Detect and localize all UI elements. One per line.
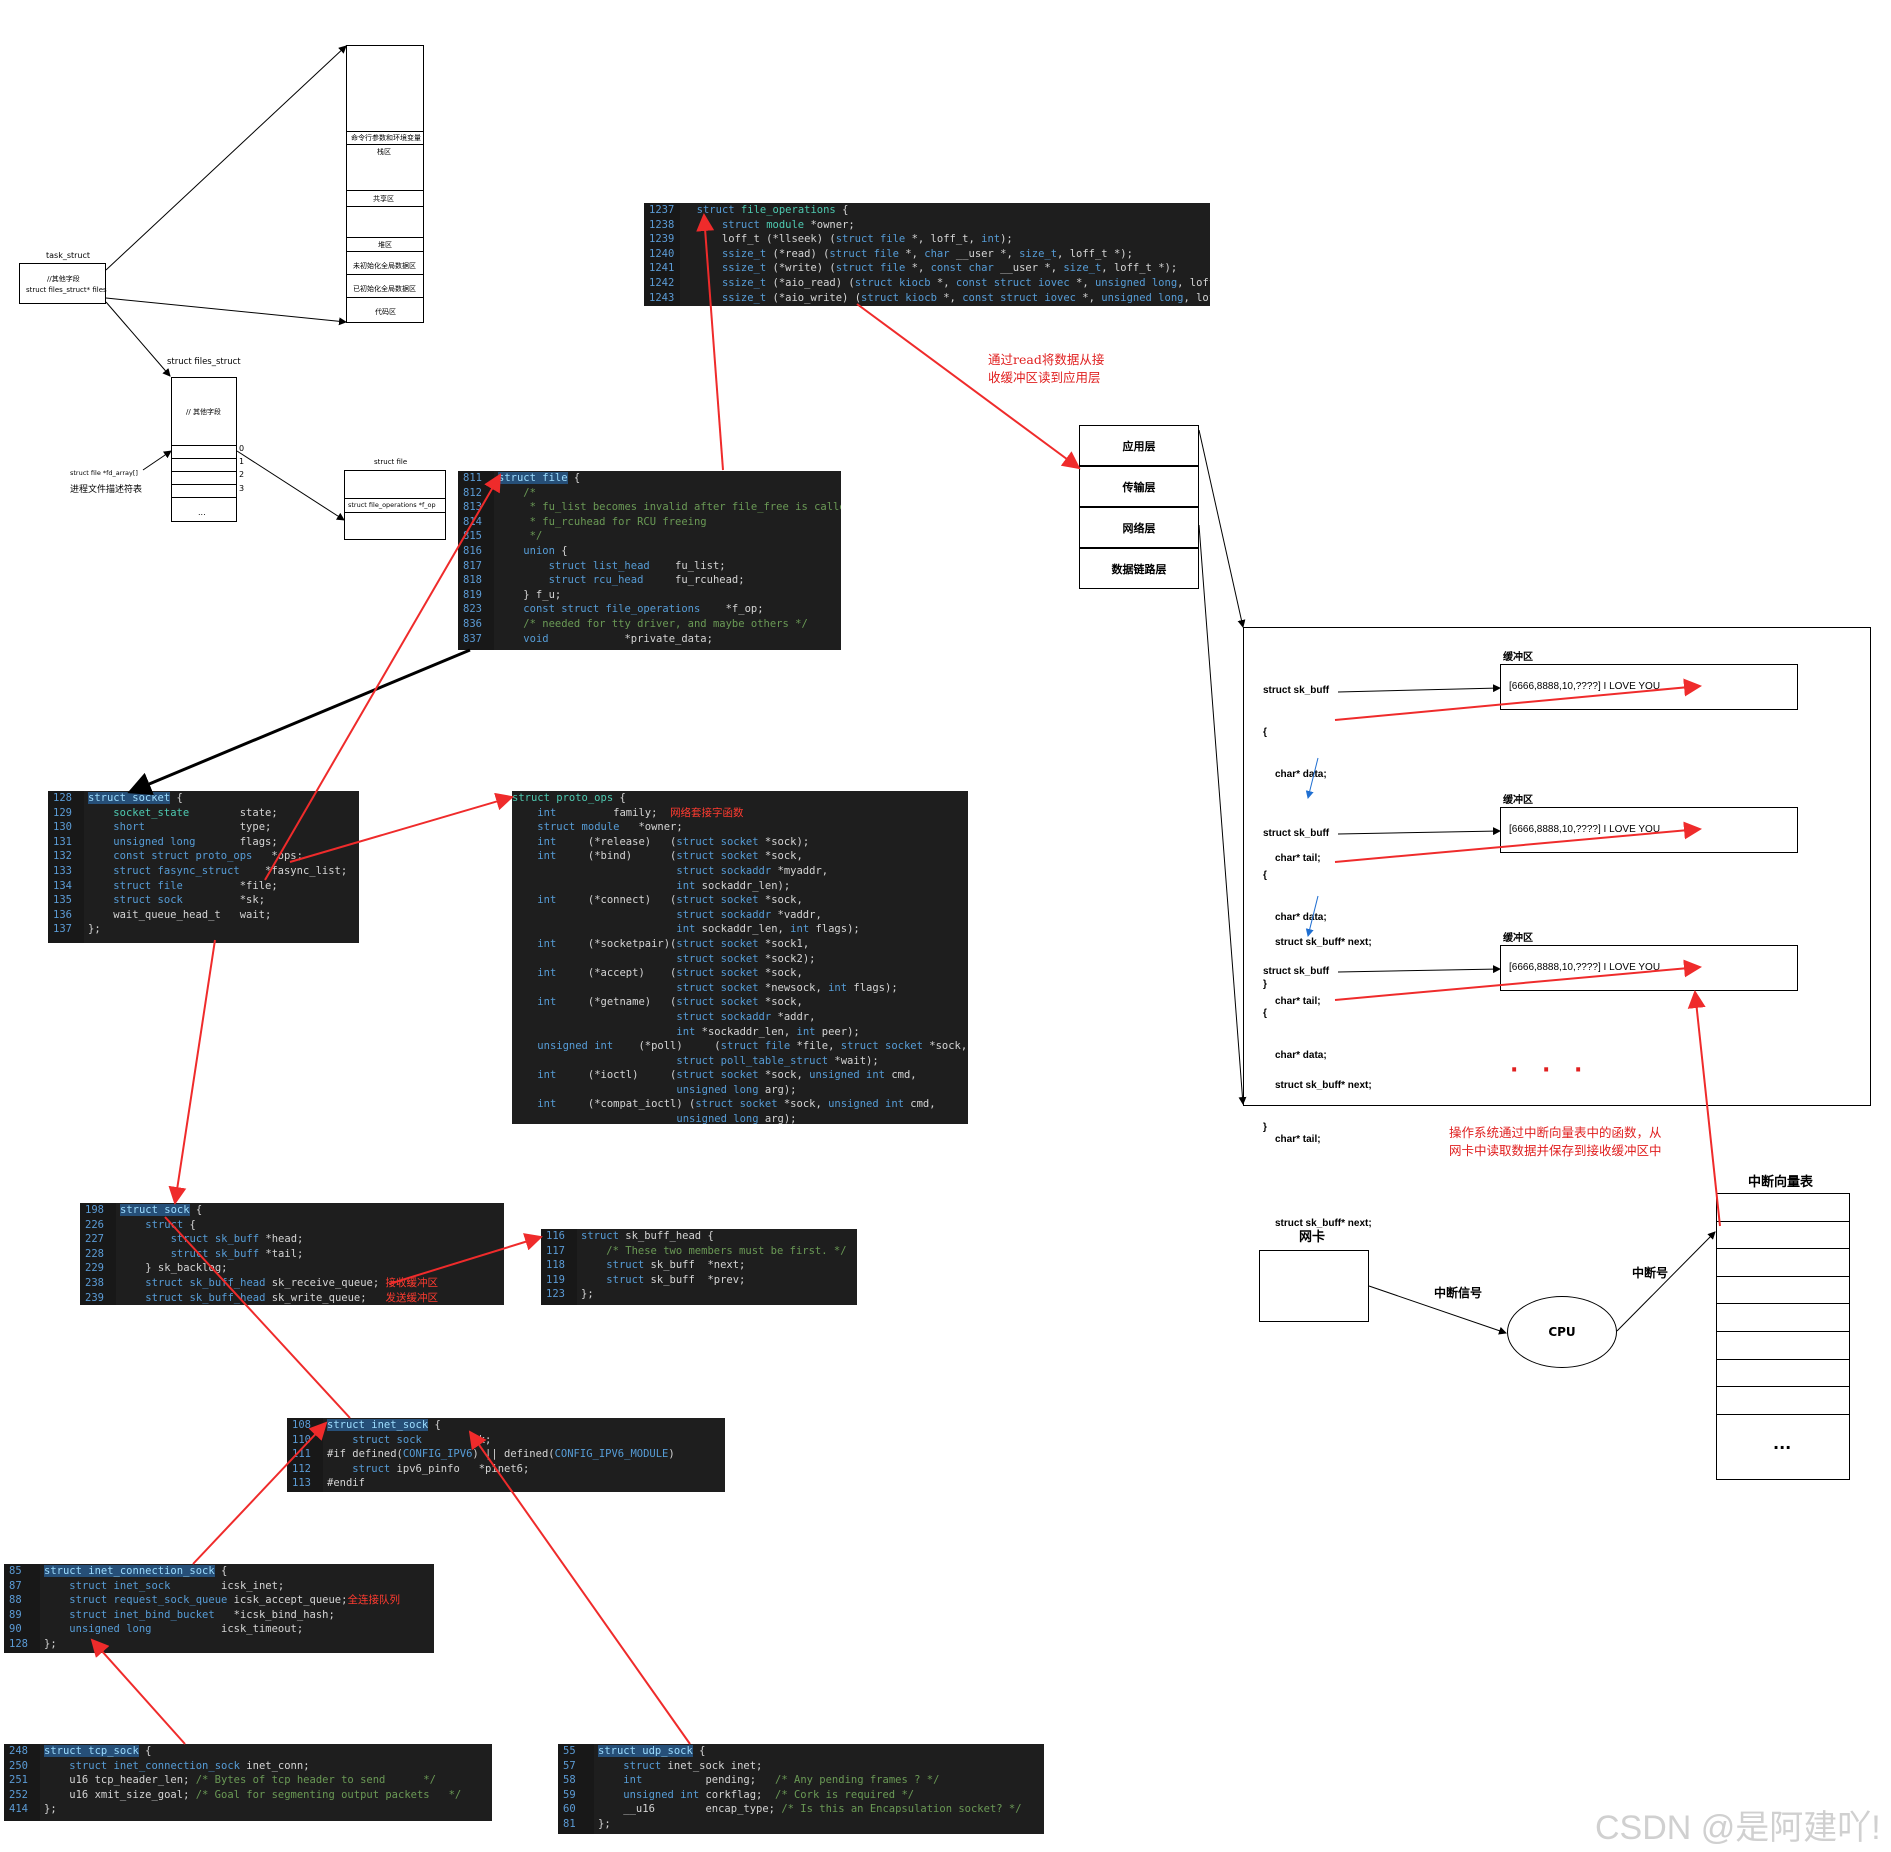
irq-signal-label: 中断信号 <box>1434 1286 1483 1300</box>
buffer-content-2: [6666,8888,10,????] I LOVE YOU <box>1509 824 1661 835</box>
task-struct-field-files: struct files_struct* files <box>26 286 107 294</box>
fd-index-1: 1 <box>239 457 245 466</box>
layer-network: 网络层 <box>1079 507 1199 548</box>
watermark: CSDN @是阿建吖! <box>1595 1809 1881 1847</box>
more-buffers-dots: · · · <box>1510 1058 1591 1083</box>
fd-array-ellipsis: ... <box>198 508 206 517</box>
process-address-space: 命令行参数和环境变量 栈区 共享区 堆区 未初始化全局数据区 已初始化全局数据区… <box>346 45 424 323</box>
net-socket-funcs-note: 网络套接字函数 <box>670 806 744 819</box>
send-queue-note: 发送缓冲区 <box>385 1291 439 1304</box>
struct-file-box-label: struct file <box>374 458 408 466</box>
accept-queue-note: 全连接队列 <box>347 1594 400 1607</box>
buffer-title-1: 缓冲区 <box>1503 652 1533 663</box>
segment-stack: 栈区 <box>377 148 391 156</box>
segment-args-env: 命令行参数和环境变量 <box>351 134 421 142</box>
read-note: 通过read将数据从接 收缓冲区读到应用层 <box>988 352 1105 385</box>
segment-text: 代码区 <box>375 308 396 316</box>
task-struct-box: //其他字段 struct files_struct* files <box>19 263 107 304</box>
code-proto-ops: struct proto_ops { int family; 网络套接字函数 s… <box>512 791 968 1124</box>
buffer-title-3: 缓冲区 <box>1503 933 1533 944</box>
cpu-node: CPU <box>1507 1296 1617 1368</box>
fd-array-label: struct file *fd_array[] <box>70 469 138 477</box>
recv-queue-note: 接收缓冲区 <box>385 1276 439 1289</box>
task-struct-field-other: //其他字段 <box>47 275 80 283</box>
layer-application: 应用层 <box>1079 425 1199 466</box>
f-op-field: struct file_operations *f_op <box>348 501 436 509</box>
segment-shared: 共享区 <box>373 195 394 203</box>
sk-buff-2: struct sk_buff { char* data; char* tail;… <box>1263 828 1372 1133</box>
layer-transport: 传输层 <box>1079 466 1199 507</box>
files-struct-other: // 其他字段 <box>186 408 221 416</box>
task-struct-label: task_struct <box>46 251 91 260</box>
segment-bss: 未初始化全局数据区 <box>353 262 416 270</box>
buffer-content-3: [6666,8888,10,????] I LOVE YOU <box>1509 962 1661 973</box>
sk-buff-panel <box>1243 627 1871 1106</box>
fd-index-3: 3 <box>239 484 245 493</box>
files-struct-box: // 其他字段 ... <box>171 377 237 522</box>
buffer-title-2: 缓冲区 <box>1503 795 1533 806</box>
fd-index-0: 0 <box>239 444 245 453</box>
buffer-content-1: [6666,8888,10,????] I LOVE YOU <box>1509 681 1661 692</box>
sk-buff-3: struct sk_buff { char* data; char* tail;… <box>1263 966 1372 1271</box>
fd-index-2: 2 <box>239 470 245 479</box>
struct-file-box: struct file_operations *f_op <box>344 470 446 540</box>
interrupt-vector-table: ... <box>1716 1193 1850 1480</box>
irq-number-label: 中断号 <box>1632 1266 1669 1280</box>
ivt-title: 中断向量表 <box>1748 1175 1814 1190</box>
files-struct-label: struct files_struct <box>167 357 241 367</box>
segment-heap: 堆区 <box>378 241 392 249</box>
nic-box <box>1259 1250 1369 1322</box>
code-file-operations: 1237 struct file_operations { 1238 struc… <box>644 203 1210 306</box>
nic-label: 网卡 <box>1299 1230 1326 1245</box>
fd-table-label: 进程文件描述符表 <box>70 485 143 495</box>
ivt-ellipsis: ... <box>1773 1434 1792 1453</box>
segment-data: 已初始化全局数据区 <box>353 285 416 293</box>
sk-buff-1: struct sk_buff { char* data; char* tail;… <box>1263 685 1372 990</box>
irq-note: 操作系统通过中断向量表中的函数，从 网卡中读取数据并保存到接收缓冲区中 <box>1449 1125 1662 1158</box>
layer-datalink: 数据链路层 <box>1079 548 1199 589</box>
